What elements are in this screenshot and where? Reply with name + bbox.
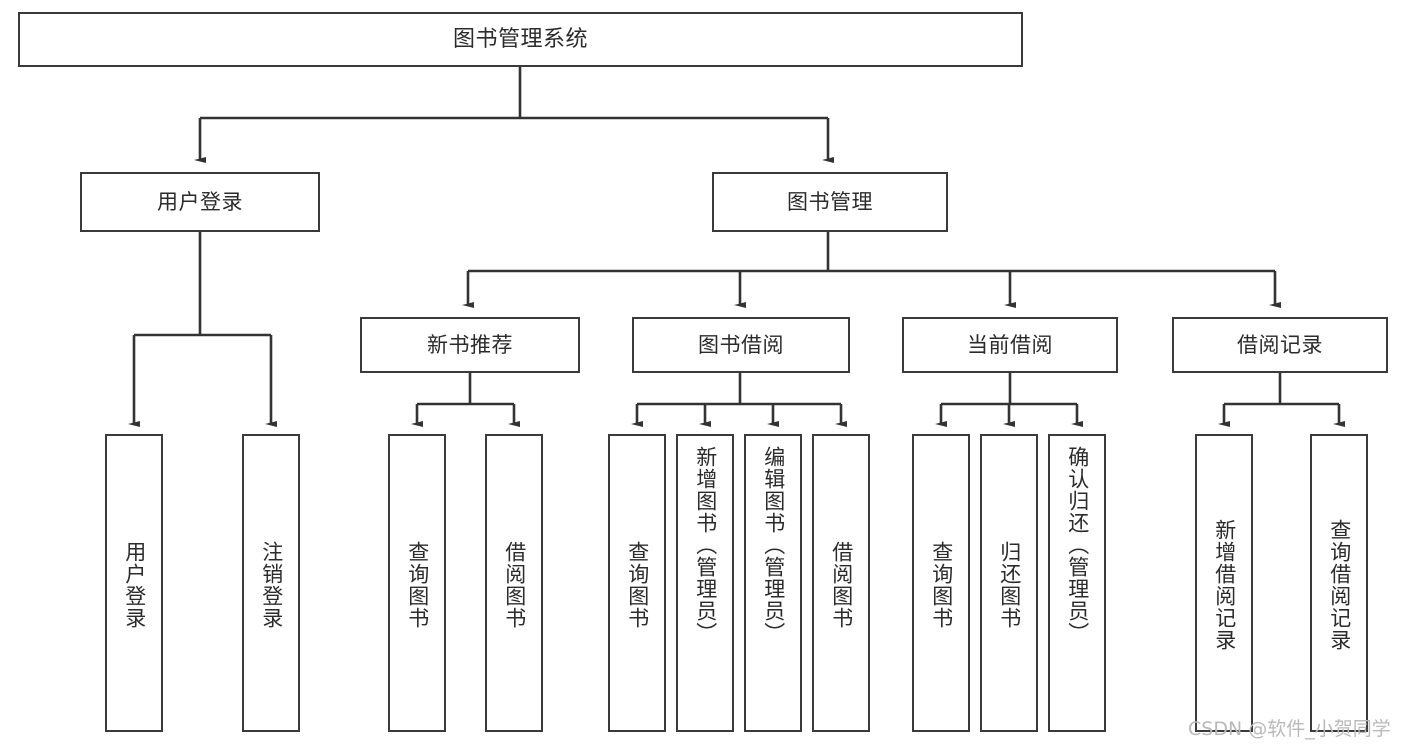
node-borrow-record[interactable]: 借阅记录: [1172, 317, 1388, 373]
leaf-query-book-borrow[interactable]: 查询图书: [608, 434, 666, 732]
node-label: 借阅记录: [1237, 332, 1323, 357]
node-label: 图书借阅: [698, 332, 784, 357]
node-label: 新书推荐: [427, 332, 513, 357]
node-label: 查询图书: [929, 541, 954, 629]
leaf-borrow-book-new-recommend[interactable]: 借阅图书: [485, 434, 543, 732]
node-label: 注销登录: [259, 541, 284, 629]
leaf-add-borrow-record[interactable]: 新增借阅记录: [1195, 434, 1253, 732]
leaf-logout-login[interactable]: 注销登录: [242, 434, 300, 732]
node-new-book-recommend[interactable]: 新书推荐: [360, 317, 580, 373]
node-current-borrow[interactable]: 当前借阅: [902, 317, 1118, 373]
node-label: 用户登录: [157, 189, 243, 214]
leaf-query-book-new-recommend[interactable]: 查询图书: [388, 434, 446, 732]
leaf-return-book[interactable]: 归还图书: [980, 434, 1038, 732]
node-book-borrow[interactable]: 图书借阅: [632, 317, 850, 373]
leaf-edit-book-admin[interactable]: 编辑图书（管理员）: [744, 434, 802, 732]
leaf-query-borrow-record[interactable]: 查询借阅记录: [1310, 434, 1368, 732]
node-label: 确认归还（管理员）: [1065, 446, 1090, 644]
node-label: 编辑图书（管理员）: [761, 446, 786, 644]
node-book-management[interactable]: 图书管理: [712, 172, 948, 232]
node-label: 图书管理: [787, 189, 873, 214]
node-label: 当前借阅: [967, 332, 1053, 357]
node-label: 新增图书（管理员）: [693, 446, 718, 644]
node-label: 新增借阅记录: [1212, 519, 1237, 651]
node-label: 查询图书: [625, 541, 650, 629]
node-label: 借阅图书: [502, 541, 527, 629]
csdn-watermark: CSDN @软件_小贺同学: [1188, 718, 1391, 740]
node-label: 归还图书: [997, 541, 1022, 629]
leaf-user-login[interactable]: 用户登录: [105, 434, 163, 732]
leaf-query-book-current[interactable]: 查询图书: [912, 434, 970, 732]
node-root-book-management-system[interactable]: 图书管理系统: [18, 12, 1023, 67]
node-label: 图书管理系统: [452, 26, 588, 52]
leaf-add-book-admin[interactable]: 新增图书（管理员）: [676, 434, 734, 732]
node-label: 用户登录: [122, 541, 147, 629]
node-label: 借阅图书: [829, 541, 854, 629]
leaf-borrow-book-borrow[interactable]: 借阅图书: [812, 434, 870, 732]
leaf-confirm-return-admin[interactable]: 确认归还（管理员）: [1048, 434, 1106, 732]
node-label: 查询借阅记录: [1327, 519, 1352, 651]
node-label: 查询图书: [405, 541, 430, 629]
node-user-login[interactable]: 用户登录: [80, 172, 320, 232]
